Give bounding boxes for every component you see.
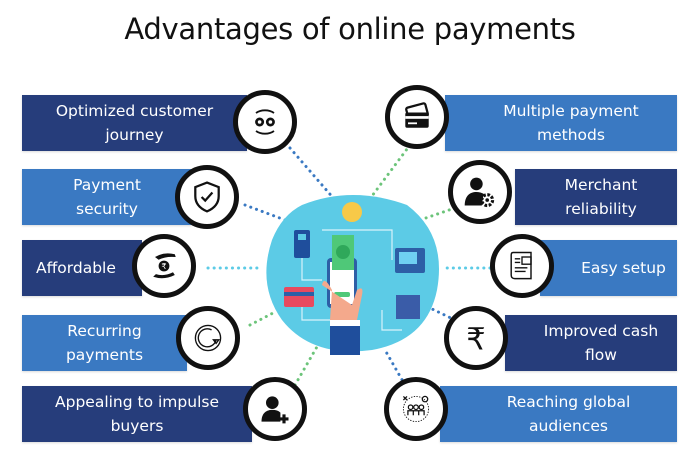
recurring-arrow-icon (176, 306, 240, 370)
advantage-affordable: Affordable (22, 240, 142, 296)
advantage-easy-setup: Easy setup (540, 240, 677, 296)
svg-text:₹: ₹ (161, 261, 166, 271)
page-title: Advantages of online payments (124, 12, 576, 46)
rupee-icon: ₹ (444, 306, 508, 370)
shield-check-icon (175, 165, 239, 229)
audience-group-icon (384, 377, 448, 441)
user-plus-icon (243, 377, 307, 441)
invoice-scroll-icon (490, 234, 554, 298)
credit-cards-icon (385, 85, 449, 149)
gears-cycle-icon (233, 90, 297, 154)
hands-rupee-icon: ₹ (132, 234, 196, 298)
payment-illustration (266, 195, 439, 355)
svg-text:₹: ₹ (466, 323, 485, 356)
user-gear-icon (448, 160, 512, 224)
